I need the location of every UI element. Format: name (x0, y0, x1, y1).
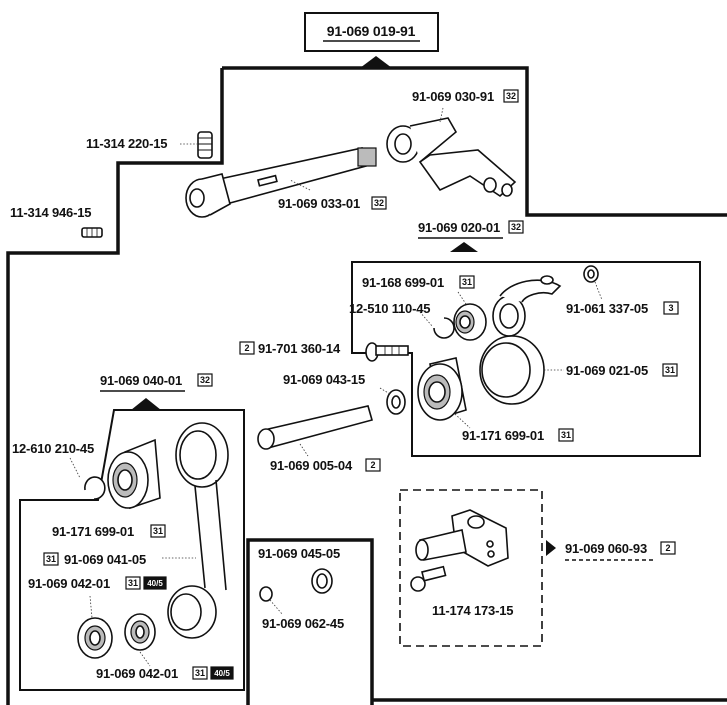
main-assembly-outline (6, 66, 727, 705)
label-021-05-box: 31 (665, 365, 675, 375)
marker-triangle-040 (131, 398, 161, 410)
label-060-93-box: 2 (665, 543, 670, 553)
part-circlip-510-110 (433, 317, 455, 339)
part-screw-701-360 (365, 342, 409, 362)
label-020-01-box: 32 (511, 222, 521, 232)
label-043-15: 91-069 043-15 (283, 372, 365, 387)
label-042-01-b: 91-069 042-01 (96, 666, 178, 681)
label-021-05: 91-069 021-05 (566, 363, 648, 378)
part-circlip-610-210 (84, 476, 106, 500)
part-pin-005-04 (257, 405, 373, 450)
label-040-01-box: 32 (200, 375, 210, 385)
label-174-173: 11-174 173-15 (432, 603, 513, 618)
part-connecting-rod-041-05 (167, 422, 229, 639)
label-042-01-a-box: 31 (128, 578, 138, 588)
sub-assembly-020-outline (351, 261, 701, 457)
label-610-210: 12-610 210-45 (12, 441, 94, 456)
part-washer-043-15 (386, 389, 406, 415)
part-rocker-arm-030-91 (386, 117, 517, 198)
part-bearing-171-699-left (107, 438, 161, 510)
part-bushing-062-45 (259, 586, 273, 602)
part-needle-bearing-042-01-a (77, 617, 113, 659)
marker-triangle-top (360, 56, 392, 68)
marker-triangle-060 (546, 540, 556, 556)
label-946-15: 11-314 946-15 (10, 205, 91, 220)
label-040-01: 91-069 040-01 (100, 373, 182, 388)
label-020-01: 91-069 020-01 (418, 220, 500, 235)
label-045-05: 91-069 045-05 (258, 546, 340, 561)
part-bearing-168-699 (453, 303, 487, 341)
label-171-699-left: 91-171 699-01 (52, 524, 134, 539)
part-ring-045-05 (311, 568, 333, 594)
label-005-04-box: 2 (370, 460, 375, 470)
label-041-05: 91-069 041-05 (64, 552, 146, 567)
label-042-01-b-box2: 40/5 (214, 669, 230, 678)
top-assembly-code: 91-069 019-91 (327, 23, 416, 39)
label-061-337-box: 3 (668, 303, 673, 313)
label-005-04: 91-069 005-04 (270, 458, 353, 473)
part-clamp-060-93 (415, 509, 509, 567)
label-062-45: 91-069 062-45 (262, 616, 344, 631)
label-042-01-a-box2: 40/5 (147, 579, 163, 588)
part-needle-bearing-042-01-b (124, 613, 156, 651)
part-spring-220-15 (197, 131, 213, 159)
label-030-91: 91-069 030-91 (412, 89, 494, 104)
part-screw-174-173 (410, 565, 447, 592)
label-042-01-a: 91-069 042-01 (28, 576, 110, 591)
label-510-110: 12-510 110-45 (349, 301, 430, 316)
label-061-337: 91-061 337-05 (566, 301, 648, 316)
label-060-93: 91-069 060-93 (565, 541, 647, 556)
label-168-699-box: 31 (462, 277, 472, 287)
sub-assembly-060-outline (399, 489, 543, 647)
label-030-91-box: 32 (506, 91, 516, 101)
part-ring-021-05 (479, 335, 545, 405)
part-bushing-061-337 (583, 265, 599, 283)
label-033-01: 91-069 033-01 (278, 196, 360, 211)
label-220-15: 11-314 220-15 (86, 136, 167, 151)
part-link-020-01 (492, 275, 562, 337)
top-assembly-box (304, 12, 439, 52)
label-041-05-box: 31 (46, 554, 56, 564)
label-042-01-b-box: 31 (195, 668, 205, 678)
sub-assembly-040-outline (19, 409, 245, 691)
part-bearing-171-699-right (417, 357, 467, 421)
label-033-01-box: 32 (374, 198, 384, 208)
label-171-699-left-box: 31 (153, 526, 163, 536)
label-171-699-right-box: 31 (561, 430, 571, 440)
label-701-360-box: 2 (244, 343, 249, 353)
label-168-699: 91-168 699-01 (362, 275, 444, 290)
label-171-699-right: 91-171 699-01 (462, 428, 544, 443)
marker-triangle-020 (450, 242, 478, 252)
part-shaft-033-01 (185, 147, 377, 218)
label-701-360: 91-701 360-14 (258, 341, 341, 356)
part-screw-946-15 (81, 227, 103, 238)
